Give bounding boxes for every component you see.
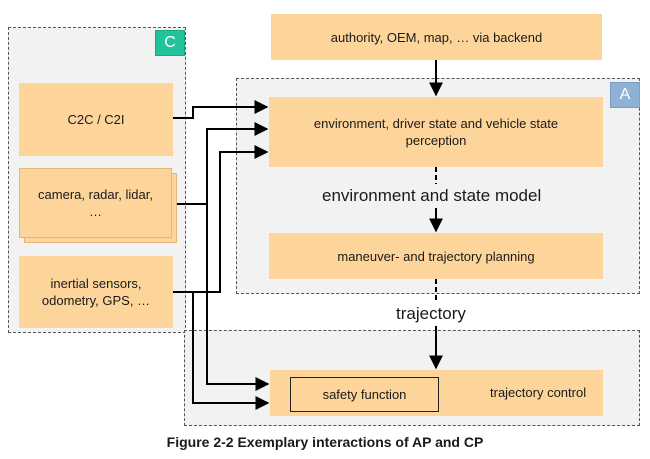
trajectory-label: trajectory xyxy=(396,304,466,323)
wire-c2c-perception xyxy=(173,100,269,119)
perception-label-line2: perception xyxy=(405,133,467,148)
sensors-label-line1: camera, radar, lidar, xyxy=(38,187,153,202)
perception-label-line1: environment, driver state and vehicle st… xyxy=(313,116,559,131)
backend-box: authority, OEM, map, … via backend xyxy=(271,14,602,60)
sensors-box: camera, radar, lidar, … xyxy=(19,168,172,238)
control-label: trajectory control xyxy=(490,385,587,400)
sensors-label-line2: … xyxy=(89,204,102,219)
inertial-box: inertial sensors, odometry, GPS, … xyxy=(19,256,173,328)
safety-box: safety function xyxy=(290,377,439,412)
wire-sensors-perception xyxy=(177,122,269,205)
region-c-tag: C xyxy=(155,30,185,56)
backend-label: authority, OEM, map, … via backend xyxy=(330,29,543,45)
planning-label: maneuver- and trajectory planning xyxy=(337,248,535,264)
c2c-label: C2C / C2I xyxy=(67,112,125,127)
perception-box: environment, driver state and vehicle st… xyxy=(269,97,603,167)
env-model-label: environment and state model xyxy=(322,186,542,205)
figure-caption: Figure 2-2 Exemplary interactions of AP … xyxy=(166,434,484,450)
wire-inertial-perception xyxy=(173,145,269,293)
region-a-tag: A xyxy=(610,82,640,108)
inertial-label-line2: odometry, GPS, … xyxy=(41,293,151,308)
c2c-box: C2C / C2I xyxy=(19,83,173,156)
safety-label: safety function xyxy=(322,387,407,402)
wire-sensors-control xyxy=(206,204,270,391)
wire-inertial-control xyxy=(192,292,270,410)
inertial-label-line1: inertial sensors, xyxy=(50,276,142,291)
planning-box: maneuver- and trajectory planning xyxy=(269,233,603,279)
